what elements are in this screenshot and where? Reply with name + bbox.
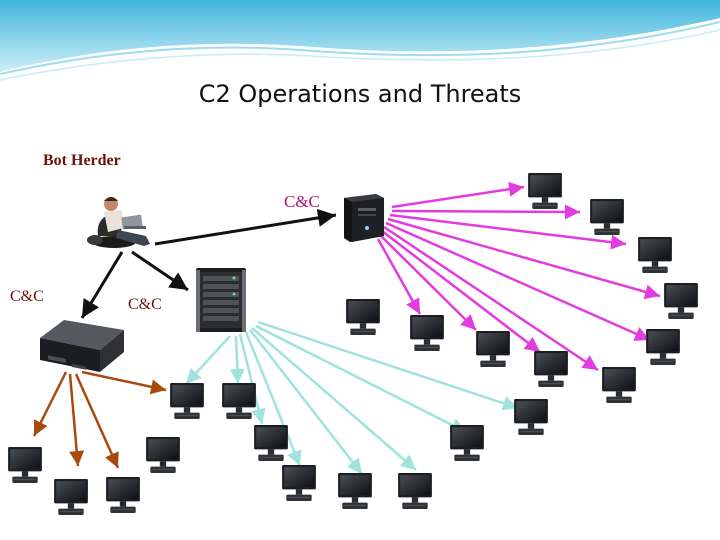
header-banner (0, 0, 720, 81)
brown-links (32, 370, 167, 469)
herder-to-top-cc-arrow (154, 208, 337, 246)
bot-herder-label: Bot Herder (43, 152, 121, 169)
brown-link (81, 370, 167, 395)
bot-herder-person-icon (87, 197, 150, 248)
cyan-link (257, 320, 519, 411)
bot-computer-icon (337, 472, 373, 510)
bot-computer-icon (449, 424, 485, 462)
bot-computer-icon (53, 478, 89, 516)
bot-computer-icon (637, 236, 673, 274)
bot-computer-icon (589, 198, 625, 236)
cyan-links (185, 320, 519, 475)
cc-server-label-middle: C&C (128, 296, 162, 313)
bot-computer-icon (145, 436, 181, 474)
herder-links (80, 208, 337, 319)
bot-computer-icon (7, 446, 43, 484)
herder-to-left-cc-arrow (80, 251, 124, 319)
rack-server-icon (196, 268, 246, 332)
cyan-link (251, 327, 417, 471)
cyan-link (255, 324, 467, 434)
bot-computer-icon (533, 350, 569, 388)
magenta-link (391, 204, 581, 220)
bot-computer-icon (397, 472, 433, 510)
rackmount-server-icon (40, 320, 124, 372)
bot-computer-icon (409, 314, 445, 352)
bot-computer-icon (253, 424, 289, 462)
bot-computer-icon (527, 172, 563, 210)
bot-computer-icon (513, 398, 549, 436)
slide-title: C2 Operations and Threats (198, 80, 522, 108)
magenta-link (387, 217, 661, 300)
magenta-link (381, 230, 541, 353)
cc-server-label-top: C&C (284, 192, 320, 211)
bot-computer-icon (169, 382, 205, 420)
bot-computer-icon (601, 366, 637, 404)
tower-server-icon (344, 194, 384, 242)
bot-computer-icon (221, 382, 257, 420)
magenta-link (385, 221, 651, 342)
brown-link (32, 371, 68, 437)
magenta-links (376, 181, 661, 372)
cyan-link (249, 329, 363, 475)
magenta-link (391, 181, 525, 209)
magenta-link (376, 238, 422, 315)
magenta-link (379, 234, 477, 331)
bot-computer-icon (475, 330, 511, 368)
magenta-link (383, 225, 599, 372)
bot-computer-icon (645, 328, 681, 366)
brown-link (74, 373, 120, 469)
bot-computer-icon (105, 476, 141, 514)
cyan-link (238, 333, 266, 425)
bot-computer-icon (345, 298, 381, 336)
cyan-link (244, 331, 302, 467)
herder-to-middle-cc-arrow (131, 250, 189, 292)
magenta-link (389, 213, 627, 250)
bot-computer-icon (663, 282, 699, 320)
cc-server-label-left: C&C (10, 288, 44, 305)
cyan-link (229, 335, 245, 385)
cyan-link (185, 335, 231, 385)
brown-link (68, 373, 85, 467)
bot-computer-icon (281, 464, 317, 502)
